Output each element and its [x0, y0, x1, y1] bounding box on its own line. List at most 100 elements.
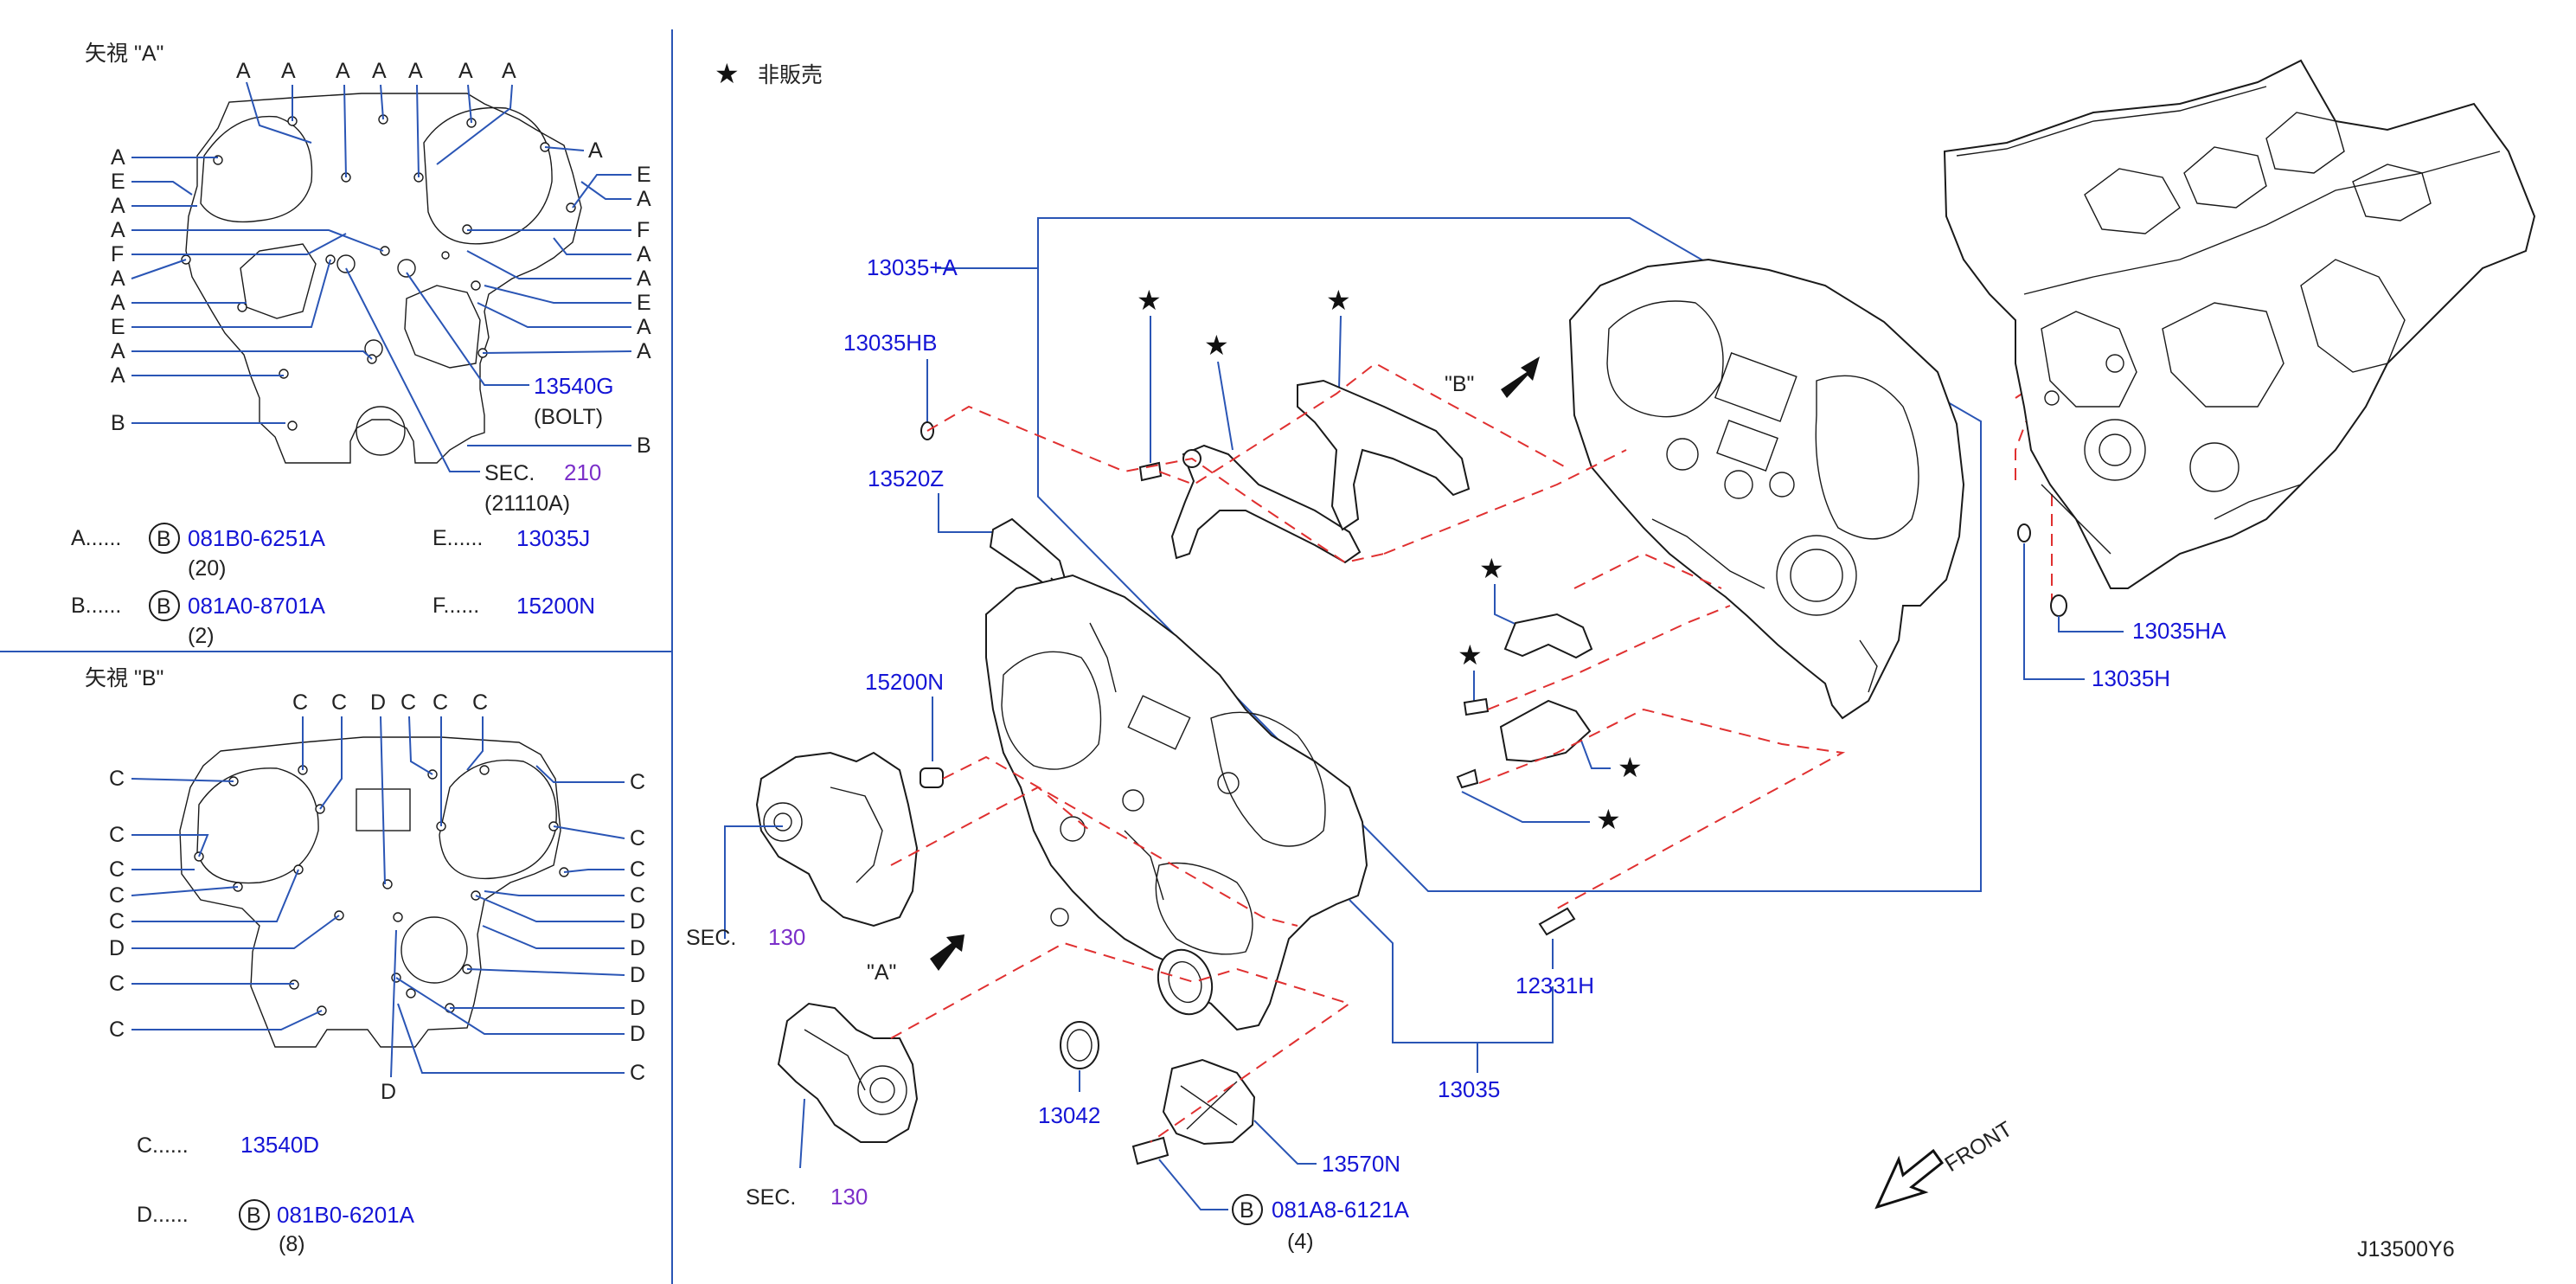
kit-boundary: [1037, 217, 1982, 892]
kit-star-5-icon: ★: [1458, 639, 1483, 671]
part-081a8-qty: (4): [1287, 1229, 1314, 1254]
view-a-right-7: E: [637, 291, 651, 315]
view-b-top-6: C: [472, 690, 488, 715]
part-13042-ring: [1060, 1021, 1099, 1069]
view-a-marker: "A": [867, 960, 896, 985]
legend-e-part[interactable]: 13035J: [516, 525, 590, 551]
view-b-bolt-holes: [194, 765, 569, 1016]
part-13035[interactable]: 13035: [1438, 1076, 1500, 1102]
part-13520z[interactable]: 13520Z: [868, 465, 944, 491]
view-a-small-window: [240, 243, 317, 319]
part-12331h-pin: [1538, 907, 1576, 936]
legend-d-circle-letter: B: [247, 1204, 261, 1228]
front-timing-cover: [985, 574, 1368, 1031]
kit-gasket-right: [1297, 379, 1471, 531]
view-b-title: 矢視 "B": [85, 666, 163, 690]
part-15200n-pin: [920, 767, 944, 788]
view-a-bolt-part[interactable]: 13540G: [534, 373, 614, 399]
front-indicator: FRONT: [1874, 1117, 2016, 1210]
front-arrow-icon: [1874, 1148, 1945, 1210]
view-b-left-1: C: [109, 767, 125, 791]
view-a-right-8: A: [637, 315, 651, 339]
kit-star-6-icon: ★: [1618, 752, 1643, 783]
view-b-left-6: D: [109, 936, 125, 960]
legend-a-circle-letter: B: [157, 527, 171, 551]
view-b-top-1: C: [292, 690, 308, 715]
main-exploded-view: ★ 非販売 13035+A 13035HB 13520Z 15200N ★ ★ …: [686, 58, 2536, 1262]
view-a-left-5: F: [111, 242, 124, 266]
view-b-right-3: C: [630, 857, 645, 882]
view-a-right-10: B: [637, 433, 651, 458]
part-13035hb[interactable]: 13035HB: [843, 330, 937, 356]
part-13035-a[interactable]: 13035+A: [867, 254, 958, 280]
part-15200n[interactable]: 15200N: [865, 669, 944, 695]
view-a-center-hole: [356, 406, 406, 456]
view-b-marker: "B": [1445, 372, 1474, 396]
legend-c-key: C......: [137, 1133, 189, 1158]
front-label: FRONT: [1940, 1117, 2016, 1177]
part-13570n[interactable]: 13570N: [1322, 1151, 1400, 1177]
view-a-top-a5: A: [408, 59, 423, 83]
part-081a8-bolt: [1131, 1136, 1169, 1165]
view-b-bottom-d: D: [381, 1080, 396, 1104]
view-b-left-3: C: [109, 857, 125, 882]
view-b-legend: C...... 13540D D...... B 081B0-6201A (8): [137, 1132, 415, 1256]
legend-c-part[interactable]: 13540D: [240, 1132, 319, 1158]
legend-f-key: F......: [433, 594, 479, 618]
legend-a-circle: [149, 523, 180, 554]
view-a-left-window: [200, 115, 313, 223]
view-a-right-2: E: [637, 163, 651, 187]
sec1-number[interactable]: 130: [768, 924, 805, 950]
view-a-right-window: [423, 106, 553, 245]
legend-a-key: A......: [71, 526, 121, 550]
diagram-code: J13500Y6: [2357, 1237, 2455, 1262]
upper-pump-assembly: [755, 751, 919, 928]
legend-b-part[interactable]: 081A0-8701A: [188, 593, 326, 619]
part-13042-seal: [1157, 948, 1214, 1016]
view-b-left-callouts: C C C C C D C C: [109, 767, 125, 1042]
view-b-right-5: D: [630, 909, 645, 934]
view-a-left-7: A: [111, 291, 125, 315]
engine-block: [1943, 59, 2536, 589]
view-b-top-2: C: [331, 690, 347, 715]
view-a-left-callouts: A E A A F A A E A A B: [111, 145, 125, 435]
view-b-left-5: C: [109, 909, 125, 934]
not-sold-star-icon: ★: [714, 58, 740, 89]
view-a-right-1: A: [588, 138, 603, 163]
view-b-left-window: [196, 767, 319, 884]
view-a-top-a2: A: [281, 59, 296, 83]
part-12331h[interactable]: 12331H: [1515, 973, 1594, 998]
small-covers: ★ ★ ★ ★: [1456, 553, 1643, 835]
legend-d-part[interactable]: 081B0-6201A: [277, 1202, 415, 1228]
view-a-right-5: A: [637, 242, 651, 266]
sec2-number[interactable]: 130: [830, 1184, 868, 1210]
view-b-right-1: C: [630, 770, 645, 794]
view-a-sec-number[interactable]: 210: [564, 459, 601, 485]
view-a-left-11: B: [111, 411, 125, 435]
part-081a8-circle-letter: B: [1240, 1198, 1254, 1223]
legend-a-part[interactable]: 081B0-6251A: [188, 525, 326, 551]
view-b-arrow-icon: [1501, 356, 1540, 398]
legend-b-circle-letter: B: [157, 594, 171, 619]
view-b-left-8: C: [109, 1018, 125, 1042]
view-a-right-6: A: [637, 266, 651, 291]
part-13035ha[interactable]: 13035HA: [2132, 618, 2227, 644]
view-a-right-3: A: [637, 187, 651, 211]
view-a-left-4: A: [111, 218, 125, 242]
view-a-left-1: A: [111, 145, 125, 170]
view-b-top-3: D: [370, 690, 386, 715]
part-081a8[interactable]: 081A8-6121A: [1272, 1197, 1410, 1223]
view-a-left-6: A: [111, 266, 125, 291]
view-a-right-4: F: [637, 218, 650, 242]
legend-e-key: E......: [433, 526, 483, 550]
view-a-top-a6: A: [458, 59, 473, 83]
view-a-mid-window: [404, 285, 481, 369]
view-a-bolt-note: (BOLT): [534, 405, 603, 429]
kit-star-1-icon: ★: [1137, 285, 1162, 316]
view-b-right-6: D: [630, 936, 645, 960]
view-b-right-8: D: [630, 996, 645, 1020]
part-13042[interactable]: 13042: [1038, 1102, 1100, 1128]
view-b-right-4: C: [630, 883, 645, 908]
part-13035h[interactable]: 13035H: [2092, 665, 2170, 691]
legend-f-part[interactable]: 15200N: [516, 593, 595, 619]
